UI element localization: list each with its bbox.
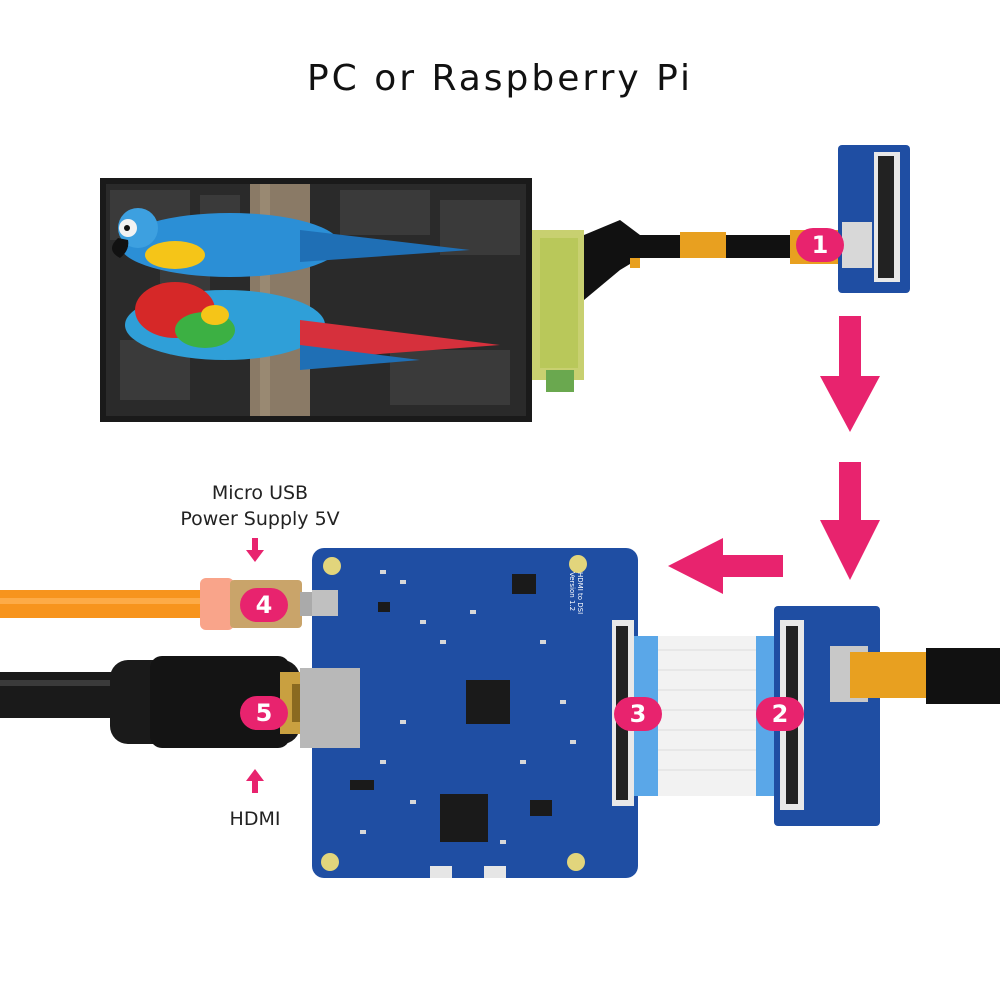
- board-silk-line1: HDMI to DSI: [576, 572, 584, 615]
- arrow-left: [668, 538, 783, 594]
- step-badge-1: 1: [796, 228, 844, 262]
- step-badge-4: 4: [240, 588, 288, 622]
- board-silk-line2: Version 1.2: [568, 572, 576, 612]
- usb-label-line1: Micro USB: [211, 482, 309, 504]
- usb-label-line2: Power Supply 5V: [180, 508, 340, 530]
- secondary-chip: [440, 794, 488, 842]
- arrow-up-hdmi: [246, 769, 264, 793]
- step-badge-2: 2: [756, 697, 804, 731]
- usb-power-label: Micro USB Power Supply 5V: [150, 480, 370, 532]
- step-badge-5: 5: [240, 696, 288, 730]
- arrow-down-lower: [820, 462, 880, 580]
- flow-arrows: [246, 316, 880, 793]
- page-title: PC or Raspberry Pi: [306, 58, 694, 99]
- arrow-down-upper: [820, 316, 880, 432]
- hdmi-label: HDMI: [229, 808, 281, 830]
- main-chip: [466, 680, 510, 724]
- lcd-panel: [100, 178, 584, 422]
- arrow-down-usb: [246, 538, 264, 562]
- bottom-flex-cable: [850, 648, 1000, 704]
- driver-board: [300, 548, 638, 878]
- adapter-board-top: [838, 145, 910, 293]
- step-badge-3: 3: [614, 697, 662, 731]
